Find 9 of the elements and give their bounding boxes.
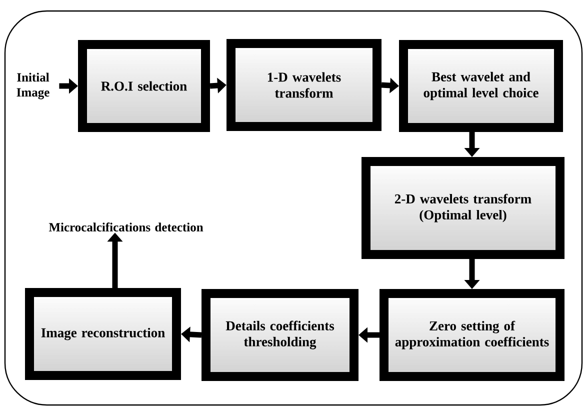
process-box: 1-D wavelets transform [226, 39, 382, 131]
step-label: Microcalcifications detection [48, 222, 204, 232]
step-label: Initial Image [16, 72, 50, 100]
process-box: Image reconstruction [25, 288, 181, 380]
process-box: 2-D wavelets transform (Optimal level) [362, 157, 564, 259]
process-box: R.O.I selection [78, 40, 210, 132]
process-box: Best wavelet and optimal level choice [399, 40, 563, 132]
process-box: Zero setting of approximation coefficients [380, 289, 564, 381]
process-box: Details coefficients thresholding [202, 289, 358, 381]
